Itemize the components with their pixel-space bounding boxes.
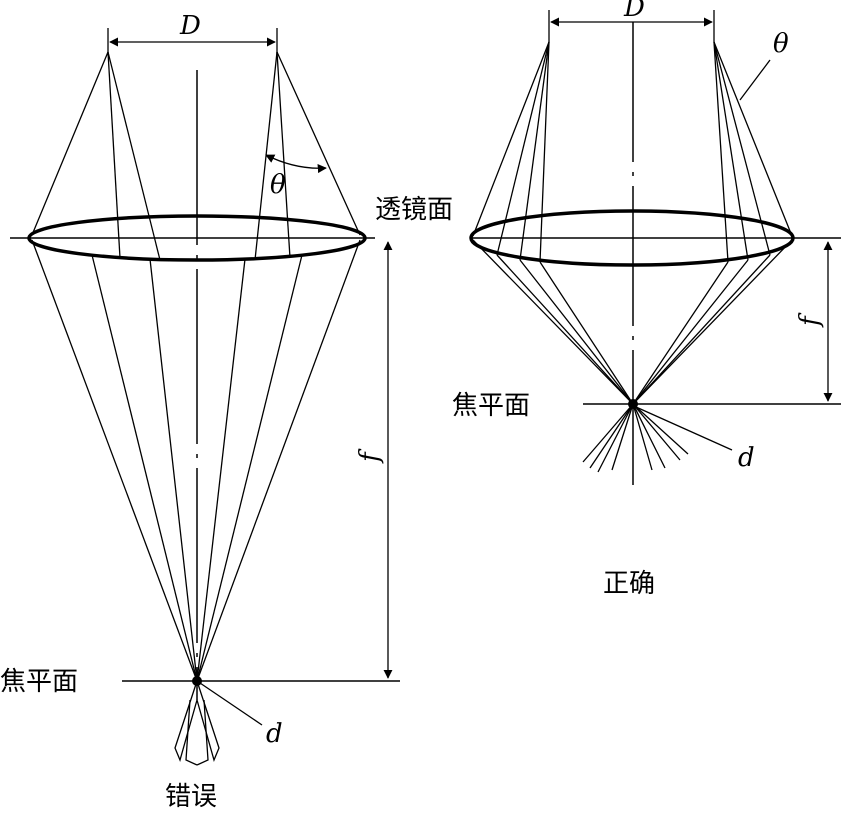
left-aperture-label: D bbox=[179, 11, 201, 41]
right-diverging-rays bbox=[582, 403, 689, 473]
left-caption: 错误 bbox=[165, 782, 217, 812]
right-angle-label: θ bbox=[773, 29, 789, 59]
right-angle-leader bbox=[739, 59, 771, 101]
left-focal-point bbox=[192, 676, 202, 686]
right-focal-point bbox=[628, 399, 638, 409]
right-aperture-label: D bbox=[623, 0, 645, 23]
left-diverging-rays bbox=[174, 680, 220, 766]
left-converging-rays bbox=[31, 239, 361, 682]
left-incoming-rays bbox=[31, 51, 361, 261]
lens-plane-label: 透镜面 bbox=[375, 195, 453, 225]
right-spot-leader bbox=[635, 406, 733, 451]
left-focal-plane-label: 焦平面 bbox=[0, 667, 78, 697]
left-spot-label: d bbox=[266, 719, 283, 749]
right-converging-rays bbox=[472, 239, 793, 405]
left-panel: D θ f bbox=[0, 11, 400, 812]
left-angle-label: θ bbox=[270, 170, 286, 200]
left-spot-leader bbox=[199, 682, 263, 726]
right-spot-label: d bbox=[738, 443, 755, 473]
left-focal-length-label: f bbox=[355, 448, 385, 464]
right-focal-plane-label: 焦平面 bbox=[452, 391, 530, 421]
right-panel: D bbox=[452, 0, 841, 599]
right-lens bbox=[469, 209, 795, 267]
right-focal-length-label: f bbox=[795, 312, 825, 328]
right-incoming-rays bbox=[472, 41, 793, 263]
right-caption: 正确 bbox=[603, 569, 655, 599]
left-lens bbox=[27, 214, 367, 262]
left-angle-arc bbox=[265, 154, 327, 174]
